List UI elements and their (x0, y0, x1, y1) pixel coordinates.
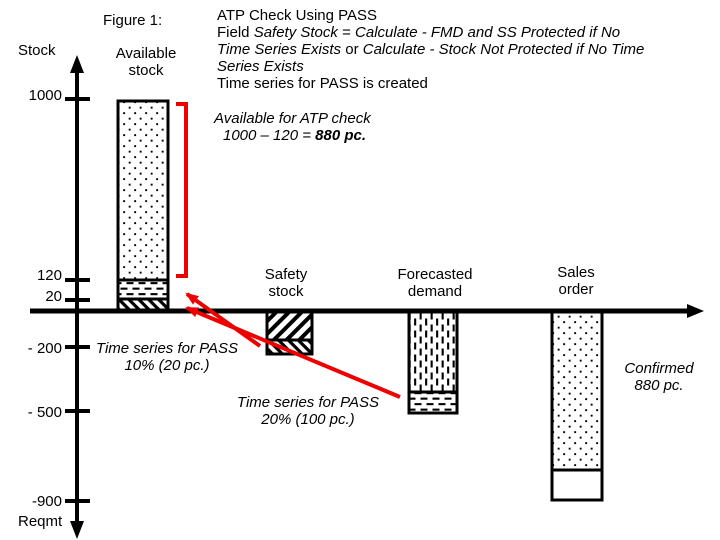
safety-stock-label: Safety stock (264, 266, 308, 300)
forecasted-demand-label: Forecasted demand (397, 266, 473, 300)
available-stock-dash-segment (116, 278, 170, 301)
red-arrow-safety-to-available-icon (185, 292, 262, 348)
text-line: Available for ATP check (214, 110, 371, 127)
text-line: ATP Check Using PASS (217, 7, 378, 24)
sales-order-bar (550, 310, 604, 502)
forecasted-demand-vdash-segment (407, 310, 459, 394)
x-axis-right-arrow-icon (687, 304, 704, 318)
tick-label-minus500: - 500 (27, 404, 62, 421)
tick-label-120: 120 (36, 267, 62, 284)
tick-label-minus200: - 200 (27, 340, 62, 357)
y-axis-top-label: Stock (18, 42, 56, 59)
tick-label-20: 20 (45, 288, 62, 305)
y-axis-down-arrow-icon (70, 521, 84, 539)
y-axis-bottom-label: Reqmt (18, 513, 63, 530)
time-series-20pct-note: Time series for PASS 20% (100 pc.) (236, 394, 380, 428)
figure-label: Figure 1: (103, 12, 163, 29)
text-line: Time series for PASS is created (217, 75, 428, 92)
available-stock-dots-segment (116, 99, 170, 282)
red-arrow-forecast-to-available-icon (185, 306, 401, 399)
text-line: Time Series Exists or Calculate - Stock … (217, 41, 645, 58)
y-axis-up-arrow-icon (70, 55, 84, 73)
text-line: Field Safety Stock = Calculate - FMD and… (217, 24, 621, 41)
available-stock-label: Available stock (115, 45, 177, 79)
sales-order-label: Sales order (557, 264, 595, 298)
text-line: 1000 – 120 = 880 pc. (223, 127, 367, 144)
sales-order-dots-segment (550, 310, 604, 472)
available-range-bracket (176, 102, 188, 278)
tick-label-1000: 1000 (28, 87, 62, 104)
safety-stock-hatchdown-segment (265, 338, 314, 356)
text-line: Series Exists (217, 58, 304, 75)
y-axis-ticks (65, 97, 90, 503)
sales-order-open-segment (550, 468, 604, 502)
safety-stock-hatchup-segment (265, 310, 314, 342)
tick-label-minus900: -900 (31, 493, 62, 510)
time-series-10pct-note: Time series for PASS 10% (20 pc.) (95, 340, 239, 374)
forecasted-demand-bar (407, 310, 459, 415)
available-stock-bar (116, 99, 170, 313)
safety-stock-bar (265, 310, 314, 356)
confirmed-note: Confirmed 880 pc. (624, 360, 694, 394)
forecasted-demand-hdash-segment (407, 390, 459, 415)
